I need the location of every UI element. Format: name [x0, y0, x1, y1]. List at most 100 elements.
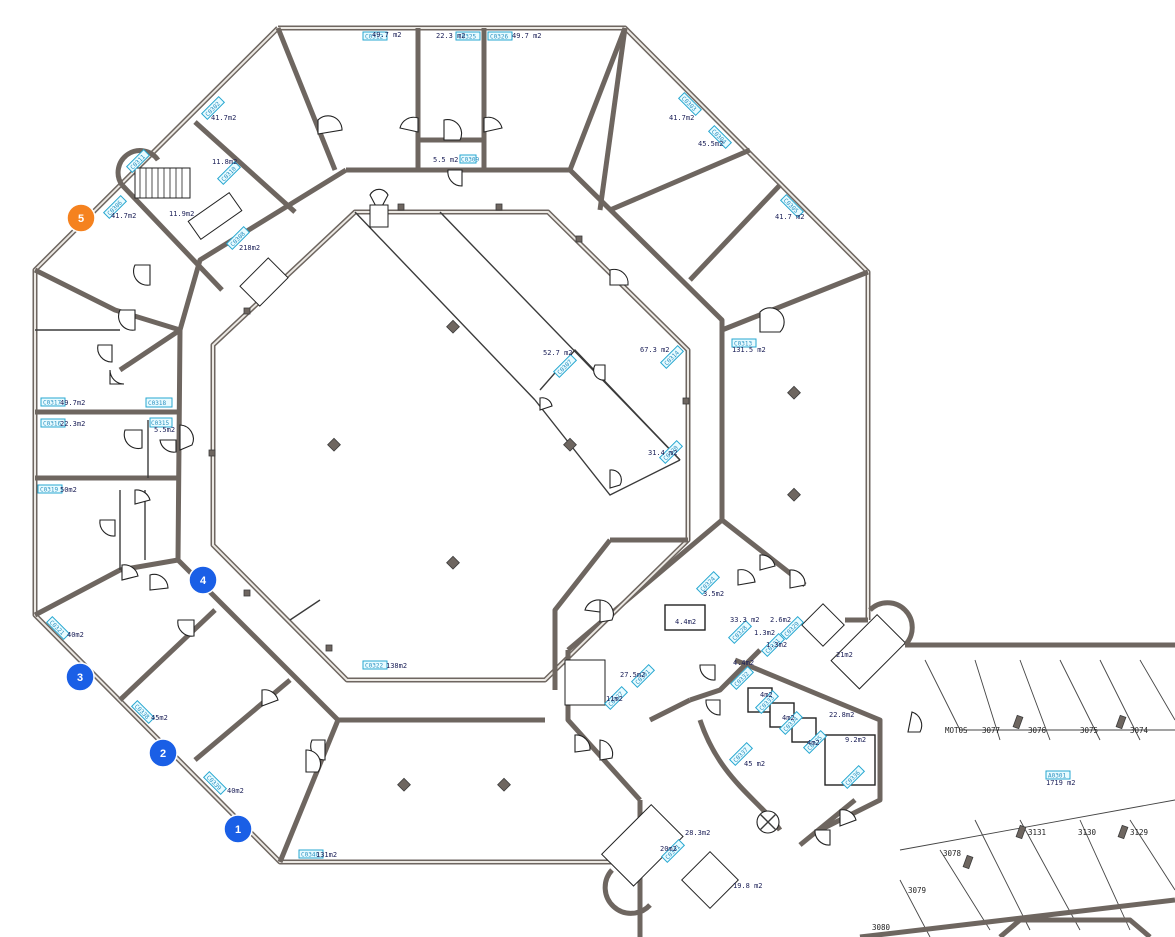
markers: 1 2 3 4 5	[65, 203, 253, 844]
svg-text:19.8 m2: 19.8 m2	[733, 882, 763, 890]
room-code[interactable]: C0316	[40, 418, 66, 428]
room-code[interactable]: C0318	[145, 397, 173, 408]
svg-text:C0322: C0322	[365, 663, 383, 670]
svg-text:5: 5	[78, 213, 84, 225]
room-code[interactable]: C0328	[727, 619, 753, 645]
svg-text:1: 1	[235, 824, 241, 836]
svg-text:C0313: C0313	[734, 341, 752, 348]
room-code[interactable]: C0307	[552, 353, 578, 379]
room-code[interactable]: C0326	[487, 31, 513, 41]
room-codes: C0312 C0325 C0326 C0302 C0303 C0304 C030…	[37, 31, 1071, 864]
parking-space-3076: 3076	[1028, 726, 1047, 735]
svg-text:11.9m2: 11.9m2	[169, 210, 194, 218]
pillars	[208, 203, 801, 792]
svg-text:4m2: 4m2	[807, 739, 820, 747]
svg-text:45 m2: 45 m2	[744, 760, 765, 768]
svg-text:5.5 m2: 5.5 m2	[433, 156, 458, 164]
svg-text:41.7m2: 41.7m2	[111, 212, 136, 220]
room-code[interactable]: C0312	[362, 31, 388, 41]
svg-text:28.3m2: 28.3m2	[685, 829, 710, 837]
svg-text:138m2: 138m2	[386, 662, 407, 670]
svg-text:1.3m2: 1.3m2	[754, 629, 775, 637]
svg-text:52.7 m2: 52.7 m2	[543, 349, 573, 357]
svg-text:33.3 m2: 33.3 m2	[730, 616, 760, 624]
svg-text:4m2: 4m2	[760, 691, 773, 699]
svg-text:C0317: C0317	[43, 400, 61, 407]
building-walls	[32, 25, 883, 937]
parking-label-motos: MOTOS	[945, 726, 968, 735]
marker-3[interactable]: 3	[65, 662, 95, 692]
parking-space-3129: 3129	[1130, 828, 1148, 837]
stairs	[115, 148, 915, 916]
parking-space-3130: 3130	[1078, 828, 1097, 837]
svg-text:20m2: 20m2	[660, 845, 677, 853]
marker-2[interactable]: 2	[148, 738, 178, 768]
svg-text:31.4 m2: 31.4 m2	[648, 449, 678, 457]
svg-text:50m2: 50m2	[60, 486, 77, 494]
svg-text:2: 2	[160, 748, 166, 760]
svg-text:45m2: 45m2	[151, 714, 168, 722]
room-code[interactable]: C0322	[362, 660, 388, 670]
svg-text:5.5m2: 5.5m2	[154, 426, 175, 434]
parking-space-3079: 3079	[908, 886, 926, 895]
svg-text:40m2: 40m2	[227, 787, 244, 795]
room-code[interactable]: C0313	[731, 338, 757, 348]
svg-text:A0301: A0301	[1048, 773, 1066, 780]
svg-text:218m2: 218m2	[239, 244, 260, 252]
room-code[interactable]: C0325	[455, 31, 481, 41]
svg-text:131.5 m2: 131.5 m2	[732, 346, 766, 354]
svg-text:2.6m2: 2.6m2	[770, 616, 791, 624]
marker-4[interactable]: 4	[188, 565, 218, 595]
svg-text:C0318: C0318	[148, 400, 166, 407]
svg-text:C0325: C0325	[458, 34, 476, 41]
room-code[interactable]: C0309	[459, 154, 479, 164]
room-code[interactable]: C0340	[298, 849, 324, 859]
parking-area: MOTOS 3077 3076 3075 3074 3131 3130 3129…	[859, 642, 1175, 937]
svg-text:41.7 m2: 41.7 m2	[775, 213, 805, 221]
svg-text:22.3 m2: 22.3 m2	[436, 32, 466, 40]
svg-text:4.4m2: 4.4m2	[675, 618, 696, 626]
svg-text:3.5m2: 3.5m2	[703, 590, 724, 598]
parking-space-3074: 3074	[1130, 726, 1149, 735]
svg-text:9.2m2: 9.2m2	[845, 736, 866, 744]
svg-text:3: 3	[77, 672, 83, 684]
svg-text:C0340: C0340	[301, 852, 319, 859]
svg-text:4.4m2: 4.4m2	[733, 659, 754, 667]
svg-text:4m2: 4m2	[782, 714, 795, 722]
svg-text:49.7 m2: 49.7 m2	[512, 32, 542, 40]
central-corridor	[354, 211, 681, 496]
svg-text:49.7 m2: 49.7 m2	[372, 31, 402, 39]
svg-text:27.5m2: 27.5m2	[620, 671, 645, 679]
svg-text:41.7m2: 41.7m2	[669, 114, 694, 122]
doors	[97, 115, 923, 846]
svg-text:1719 m2: 1719 m2	[1046, 779, 1076, 787]
room-code[interactable]: C0315	[149, 417, 173, 428]
svg-text:40m2: 40m2	[67, 631, 84, 639]
parking-space-3078: 3078	[943, 849, 962, 858]
svg-text:22.3m2: 22.3m2	[60, 420, 85, 428]
svg-text:C0326: C0326	[490, 34, 508, 41]
parking-space-3077: 3077	[982, 726, 1000, 735]
room-code[interactable]: A0301	[1045, 770, 1071, 780]
svg-text:21m2: 21m2	[836, 651, 853, 659]
marker-1[interactable]: 1	[223, 814, 253, 844]
svg-text:C0316: C0316	[43, 421, 61, 428]
svg-text:22.8m2: 22.8m2	[829, 711, 854, 719]
svg-text:11m2: 11m2	[606, 695, 623, 703]
parking-space-3080: 3080	[872, 923, 891, 932]
svg-text:131m2: 131m2	[316, 851, 337, 859]
svg-text:49.7m2: 49.7m2	[60, 399, 85, 407]
svg-text:C0312: C0312	[365, 34, 383, 41]
svg-text:4: 4	[200, 575, 207, 587]
marker-5[interactable]: 5	[66, 203, 96, 233]
parking-space-3131: 3131	[1028, 828, 1046, 837]
svg-text:1.3m2: 1.3m2	[766, 641, 787, 649]
svg-text:67.3 m2: 67.3 m2	[640, 346, 670, 354]
svg-text:11.8m2: 11.8m2	[212, 158, 237, 166]
room-code[interactable]: C0319	[37, 484, 63, 494]
svg-text:C0315: C0315	[151, 420, 169, 427]
svg-text:C0309: C0309	[461, 157, 479, 164]
svg-text:C0319: C0319	[40, 487, 58, 494]
room-code[interactable]: C0317	[40, 397, 66, 407]
